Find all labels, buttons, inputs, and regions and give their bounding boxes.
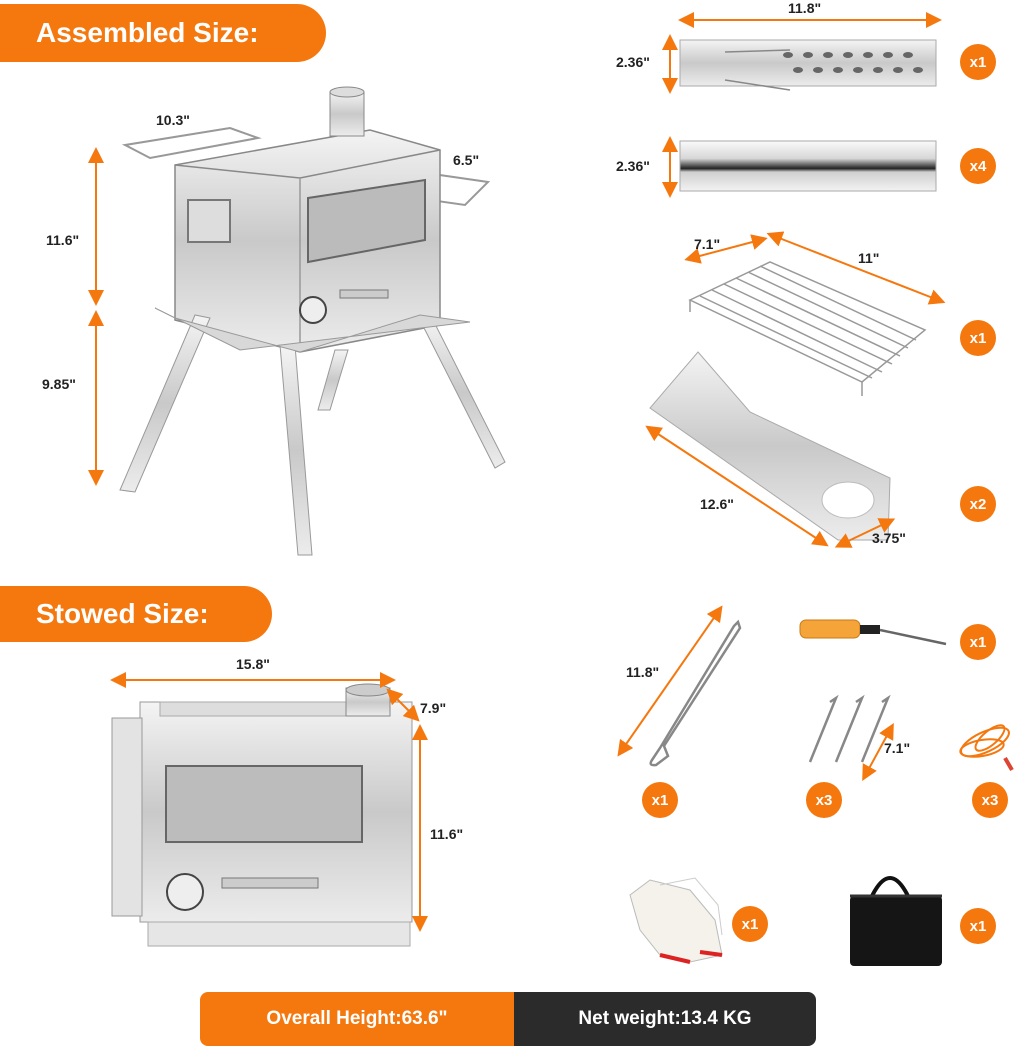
- grill-depth-label: 7.1": [694, 236, 721, 252]
- assembled-size-label: Assembled Size:: [0, 4, 326, 62]
- gloves-qty-badge: x1: [732, 906, 768, 942]
- stowed-stove-image: [111, 683, 413, 947]
- stake-qty-badge: x3: [806, 782, 842, 818]
- pipe-image: [679, 140, 937, 192]
- rope-qty-badge: x3: [972, 782, 1008, 818]
- pipe-qty-badge: x4: [960, 148, 996, 184]
- rope-image: [959, 724, 1014, 772]
- side-shelf-image: [649, 351, 891, 541]
- stowed-height-label: 11.6": [430, 826, 464, 842]
- hook-length-label: 11.8": [626, 664, 660, 680]
- assembled-width-label: 10.3": [156, 112, 190, 128]
- shelf-width-label: 3.75": [872, 530, 906, 546]
- stowed-size-label: Stowed Size:: [0, 586, 272, 642]
- stowed-width-label: 15.8": [236, 656, 270, 672]
- grill-width-label: 11": [858, 250, 880, 266]
- assembled-leg-height-label: 9.85": [42, 376, 76, 392]
- shelf-qty-badge: x2: [960, 486, 996, 522]
- pipe-perforated-qty-badge: x1: [960, 44, 996, 80]
- gloves-image: [629, 877, 723, 964]
- shelf-length-label: 12.6": [700, 496, 734, 512]
- perforated-pipe-image: [679, 39, 937, 91]
- pipe-diameter-label: 2.36": [616, 158, 650, 174]
- tent-stakes-image: [808, 694, 891, 763]
- assembled-body-height-label: 11.6": [46, 232, 80, 248]
- bag-qty-badge: x1: [960, 908, 996, 944]
- pipe-perforated-diameter-label: 2.36": [616, 54, 650, 70]
- spec-bar: Overall Height:63.6" Net weight:13.4 KG: [200, 992, 816, 1046]
- hook-qty-badge: x1: [642, 782, 678, 818]
- stake-length-label: 7.1": [884, 740, 911, 756]
- assembled-stove-image: [119, 86, 506, 556]
- screwdriver-image: [799, 619, 947, 646]
- pipe-length-label: 11.8": [788, 0, 822, 16]
- grill-rack-image: [688, 261, 927, 396]
- stowed-depth-label: 7.9": [420, 700, 447, 716]
- overall-height-text: Overall Height:63.6": [200, 992, 514, 1046]
- grill-qty-badge: x1: [960, 320, 996, 356]
- carry-bag-image: [850, 876, 942, 966]
- fire-hook-image: [649, 619, 742, 767]
- net-weight-text: Net weight:13.4 KG: [514, 992, 816, 1046]
- assembled-depth-label: 6.5": [453, 152, 480, 168]
- screwdriver-qty-badge: x1: [960, 624, 996, 660]
